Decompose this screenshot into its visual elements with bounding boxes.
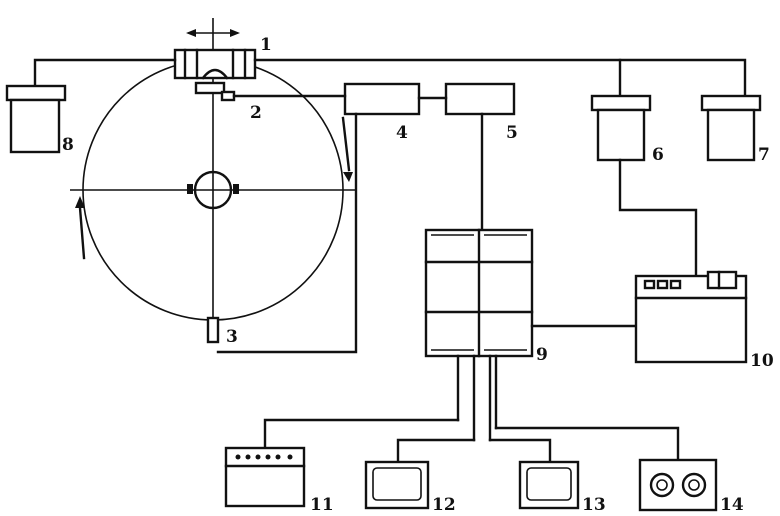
recorder-14 (638, 458, 718, 512)
sensor-3 (206, 316, 220, 344)
motion-arrow-right-head (230, 29, 240, 37)
monitor-12-screen (372, 467, 422, 501)
rotation-arrow-right (341, 116, 351, 172)
unit-6-cap (590, 94, 652, 112)
label-12: 12 (432, 495, 456, 515)
wire-to-14 (494, 426, 680, 462)
recorder-14-body (638, 458, 718, 512)
reel-right (681, 472, 707, 498)
wire-1-to-7 (253, 58, 747, 100)
unit-10-knob-3 (669, 279, 682, 290)
reel-left (649, 472, 675, 498)
rotation-arrow-left (78, 206, 86, 260)
unit-6 (590, 94, 652, 162)
unit-11 (224, 446, 306, 508)
unit-11-led-6 (287, 454, 293, 460)
reel-left-hub (656, 479, 668, 491)
unit-8-body (9, 98, 61, 154)
monitor-13-screen (526, 467, 572, 501)
center-object-right-tab (233, 184, 239, 194)
monitor-13 (518, 460, 580, 510)
unit-8 (5, 84, 67, 154)
label-5: 5 (506, 123, 518, 143)
label-14: 14 (720, 495, 744, 515)
label-8: 8 (62, 135, 74, 155)
unit-8-cap (5, 84, 67, 102)
unit-10-knob-2 (656, 279, 669, 290)
source-aperture (201, 68, 229, 80)
label-6: 6 (652, 145, 664, 165)
wire-8-to-1 (33, 58, 177, 92)
center-object (193, 170, 233, 210)
unit-11-led-2 (245, 454, 251, 460)
unit-10-knob-1 (643, 279, 656, 290)
detector-2-body (194, 81, 226, 95)
label-2: 2 (250, 103, 262, 123)
source-body (173, 48, 257, 80)
unit-11-led-4 (265, 454, 271, 460)
wire-6-to-10 (618, 158, 698, 278)
wire-to-12 (396, 438, 476, 464)
label-7: 7 (758, 145, 770, 165)
unit-11-led-5 (275, 454, 281, 460)
reel-right-hub (688, 479, 700, 491)
box-5 (444, 82, 516, 116)
motion-arrow-left-head (186, 29, 196, 37)
unit-11-led-3 (255, 454, 261, 460)
wire-3-to-4 (216, 112, 358, 354)
box-4 (343, 82, 421, 116)
unit-6-body (596, 108, 646, 162)
unit-11-led-1 (235, 454, 241, 460)
cabinet-9 (424, 228, 534, 358)
label-4: 4 (396, 123, 408, 143)
unit-10-body (634, 274, 748, 364)
wire-to-11 (263, 418, 460, 450)
label-1: 1 (260, 35, 272, 55)
detector-2 (194, 81, 236, 102)
center-object-left-tab (187, 184, 193, 194)
label-9: 9 (536, 345, 548, 365)
rotation-arrow-left-head (75, 196, 85, 208)
wire-to-13 (488, 438, 552, 464)
unit-7-cap (700, 94, 762, 112)
unit-7-body (706, 108, 756, 162)
source-assembly-1 (173, 29, 257, 80)
label-11: 11 (310, 495, 334, 515)
unit-7 (700, 94, 762, 162)
label-3: 3 (226, 327, 238, 347)
rotation-arrow-right-head (343, 172, 353, 182)
detector-2-tip (220, 90, 236, 102)
unit-10-display (706, 270, 738, 290)
label-13: 13 (582, 495, 606, 515)
unit-10 (634, 270, 748, 364)
monitor-12 (364, 460, 430, 510)
label-10: 10 (750, 351, 774, 371)
